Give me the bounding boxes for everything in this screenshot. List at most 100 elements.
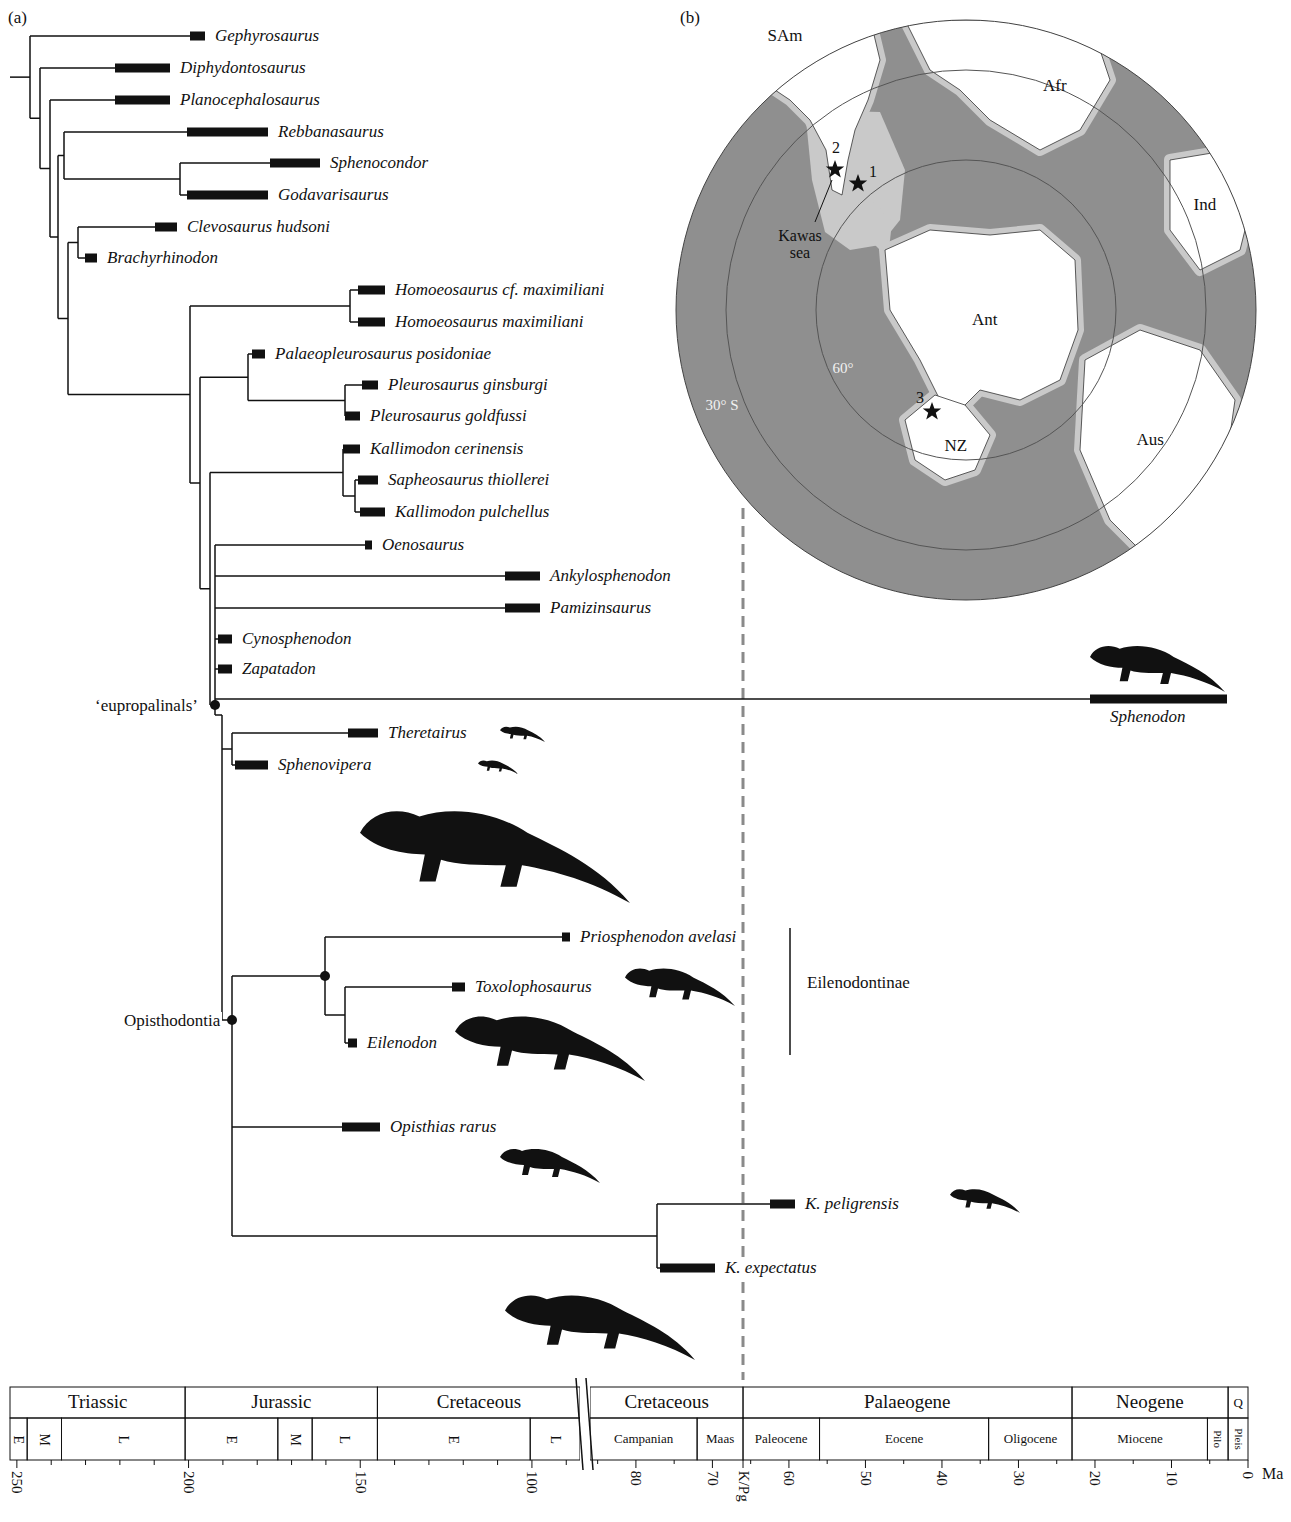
map-label: Afr	[1043, 77, 1067, 96]
tree-branch	[214, 545, 216, 715]
time-cell	[278, 1418, 312, 1460]
range-bar	[505, 572, 540, 581]
clade-bracket	[789, 928, 791, 1055]
tree-branch	[350, 289, 358, 291]
tree-branch	[350, 321, 358, 323]
taxon-name: Kallimodon pulchellus	[393, 503, 551, 522]
range-bar	[660, 1264, 715, 1273]
continental-shelf	[885, 230, 1078, 420]
range-bar	[342, 1123, 380, 1132]
time-cell	[1072, 1418, 1207, 1460]
period-name: Q	[1234, 1396, 1243, 1410]
tree-branch	[345, 1042, 348, 1044]
time-cell	[743, 1418, 820, 1460]
age-number: 250	[8, 1471, 25, 1494]
epoch-name: Campanian	[614, 1432, 673, 1446]
axis-tick	[674, 1460, 675, 1464]
tree-branch	[57, 156, 59, 319]
tree-branch	[180, 194, 187, 196]
period-name: Cretaceous	[625, 1392, 709, 1413]
range-bar	[270, 159, 320, 168]
clade-node	[227, 1015, 237, 1025]
lizard-silhouette	[455, 1016, 645, 1081]
range-bar	[218, 665, 232, 674]
clade-name: Eilenodontinae	[805, 974, 912, 993]
tree-branch	[68, 394, 190, 396]
lizard-silhouette	[360, 811, 630, 903]
axis-tick	[903, 1460, 904, 1464]
axis-tick	[1171, 1460, 1172, 1468]
period-name: Cretaceous	[437, 1392, 521, 1413]
tree-branch	[200, 588, 210, 590]
time-cell	[590, 1418, 697, 1460]
axis-tick	[394, 1460, 395, 1465]
kpg-boundary	[742, 508, 745, 1380]
range-bar	[1090, 695, 1227, 704]
taxon-name: Godavarisaurus	[276, 186, 391, 205]
continent-outline	[905, 20, 1110, 150]
taxon-name: Oenosaurus	[380, 536, 466, 555]
locality-number: 3	[916, 389, 924, 407]
axis-tick	[291, 1460, 292, 1465]
time-cell	[312, 1418, 377, 1460]
panel-letter: (b)	[680, 9, 700, 28]
taxon-name: Palaeopleurosaurus posidoniae	[273, 345, 493, 364]
taxon-name: Kallimodon cerinensis	[368, 440, 525, 459]
time-cell	[989, 1418, 1072, 1460]
epoch-name: E	[446, 1435, 461, 1444]
time-cell	[62, 1418, 186, 1460]
latitude-label: 30° S	[706, 397, 739, 414]
lizard-silhouette	[505, 1295, 695, 1360]
tree-branch	[344, 987, 346, 1043]
tree-branch	[215, 698, 1090, 700]
epoch-name: E	[224, 1435, 239, 1444]
axis-tick	[712, 1460, 713, 1468]
locality-star	[826, 160, 941, 419]
timescale	[10, 1378, 1248, 1470]
axis-tick	[51, 1460, 52, 1465]
range-bar	[115, 96, 170, 105]
tree-branch	[180, 162, 270, 164]
range-bar	[85, 254, 97, 263]
globe-rim	[676, 20, 1256, 600]
locality-star	[849, 174, 867, 191]
range-bar	[452, 983, 465, 992]
time-cell	[27, 1418, 61, 1460]
axis-tick	[788, 1460, 789, 1468]
tree-branch	[221, 715, 223, 1020]
clade-node	[210, 700, 220, 710]
tree-branch	[247, 354, 249, 401]
lizard-silhouette	[478, 760, 518, 774]
taxon-name: Rebbanasaurus	[276, 123, 386, 142]
time-cell	[10, 1387, 185, 1418]
axis-tick	[188, 1460, 189, 1468]
continental-shelf	[735, 18, 1255, 560]
time-cell	[377, 1387, 580, 1418]
tree-branch	[343, 495, 355, 497]
lizard-silhouette	[500, 727, 545, 742]
axis-tick	[1094, 1460, 1095, 1468]
taxon-name: Brachyrhinodon	[105, 249, 220, 268]
time-cell	[185, 1418, 278, 1460]
latitude-60	[816, 160, 1116, 460]
tree-branch	[231, 733, 233, 765]
range-bar	[115, 64, 170, 73]
taxon-name: K. peligrensis	[803, 1195, 901, 1214]
tree-branch	[248, 353, 252, 355]
range-bar	[155, 223, 177, 232]
age-number: 200	[180, 1471, 197, 1494]
range-bar	[235, 761, 268, 770]
taxon-name: Homoeosaurus cf. maximiliani	[393, 281, 606, 300]
range-bar	[187, 191, 268, 200]
axis-tick	[428, 1460, 429, 1465]
tree-branch	[209, 473, 211, 706]
epoch-name: Paleocene	[755, 1432, 808, 1446]
taxon-name: Priosphenodon avelasi	[578, 928, 738, 947]
map-label: Ind	[1194, 196, 1217, 215]
tree-branch	[179, 163, 181, 195]
clade-node	[320, 971, 330, 981]
tree-branch	[215, 714, 222, 716]
taxon-name: Diphydontosaurus	[178, 59, 308, 78]
range-bar	[562, 933, 570, 942]
